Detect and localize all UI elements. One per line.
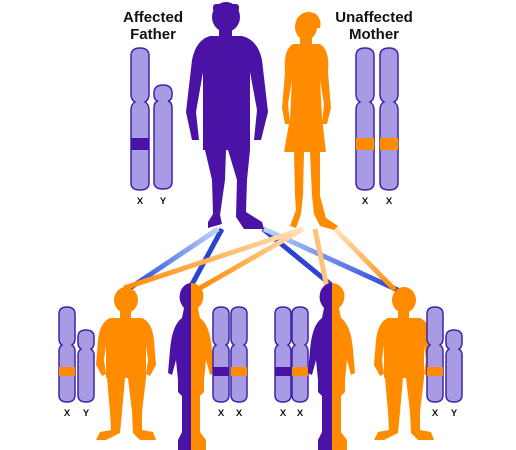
affected-gene-band: [213, 367, 229, 376]
mother-to-son2-line: [333, 227, 397, 292]
daughter-1-chromosome-x1-label: X: [218, 408, 225, 419]
normal-gene-band: [231, 367, 247, 376]
mother-chromosome-x1: [355, 47, 375, 191]
daughter-2-chromosome-x1-label: X: [280, 408, 287, 419]
son-2-chromosome-x: [426, 306, 444, 403]
son-1-chromosome-x-label: X: [64, 408, 71, 419]
mother-figure: [282, 12, 338, 230]
father-chromosome-x: [130, 47, 150, 191]
mother-label-line2: Mother: [349, 26, 399, 43]
son-1-chromosome-y-label: Y: [83, 408, 90, 419]
inheritance-lines: [122, 226, 402, 295]
man-silhouette-icon: [186, 2, 268, 229]
girl-half-silhouette-icon: [308, 283, 355, 450]
girl-half-silhouette-icon: [168, 283, 214, 450]
mother-to-son1-line: [123, 226, 304, 291]
mother-chromosome-x2-label: X: [386, 196, 393, 207]
daughter-2-chromosome-x1: [274, 306, 292, 403]
normal-gene-band: [292, 367, 308, 376]
mother-chromosome-x2: [379, 47, 399, 191]
affected-gene-band: [275, 367, 291, 376]
daughter-2-figure: [308, 283, 355, 450]
normal-gene-band: [59, 367, 75, 376]
woman-silhouette-icon: [282, 12, 338, 230]
son-2-chromosome-y-label: Y: [451, 408, 458, 419]
boy-silhouette-icon: [96, 287, 156, 440]
mother-to-daughter1-line: [198, 226, 305, 291]
daughter-1-chromosome-x2: [230, 306, 248, 403]
son-1-figure: [96, 287, 156, 440]
son-2-chromosome-x-label: X: [432, 408, 439, 419]
father-chromosome-y: [153, 84, 173, 190]
father-label-line1: Affected: [123, 9, 183, 26]
son-2-chromosome-y: [445, 329, 463, 403]
daughter-1-chromosome-x1: [212, 306, 230, 403]
father-label-line2: Father: [130, 26, 176, 43]
mother-label-line1: Unaffected: [335, 9, 413, 26]
mother-chromosome-x1-label: X: [362, 196, 369, 207]
normal-gene-band: [380, 138, 398, 150]
father-chromosome-x-label: X: [137, 196, 144, 207]
boy-silhouette-icon: [374, 287, 434, 440]
daughter-2-chromosome-x2-label: X: [297, 408, 304, 419]
daughter-1-chromosome-x2-label: X: [236, 408, 243, 419]
son-1-chromosome-x: [58, 306, 76, 403]
daughter-2-chromosome-x2: [291, 306, 309, 403]
son-2-figure: [374, 287, 434, 440]
affected-gene-band: [131, 138, 149, 150]
normal-gene-band: [356, 138, 374, 150]
normal-gene-band: [427, 367, 443, 376]
mother-to-daughter2-line: [312, 228, 330, 289]
daughter-1-figure: [168, 283, 214, 450]
father-figure: [186, 2, 268, 229]
father-chromosome-y-label: Y: [160, 196, 167, 207]
son-1-chromosome-y: [77, 329, 95, 403]
